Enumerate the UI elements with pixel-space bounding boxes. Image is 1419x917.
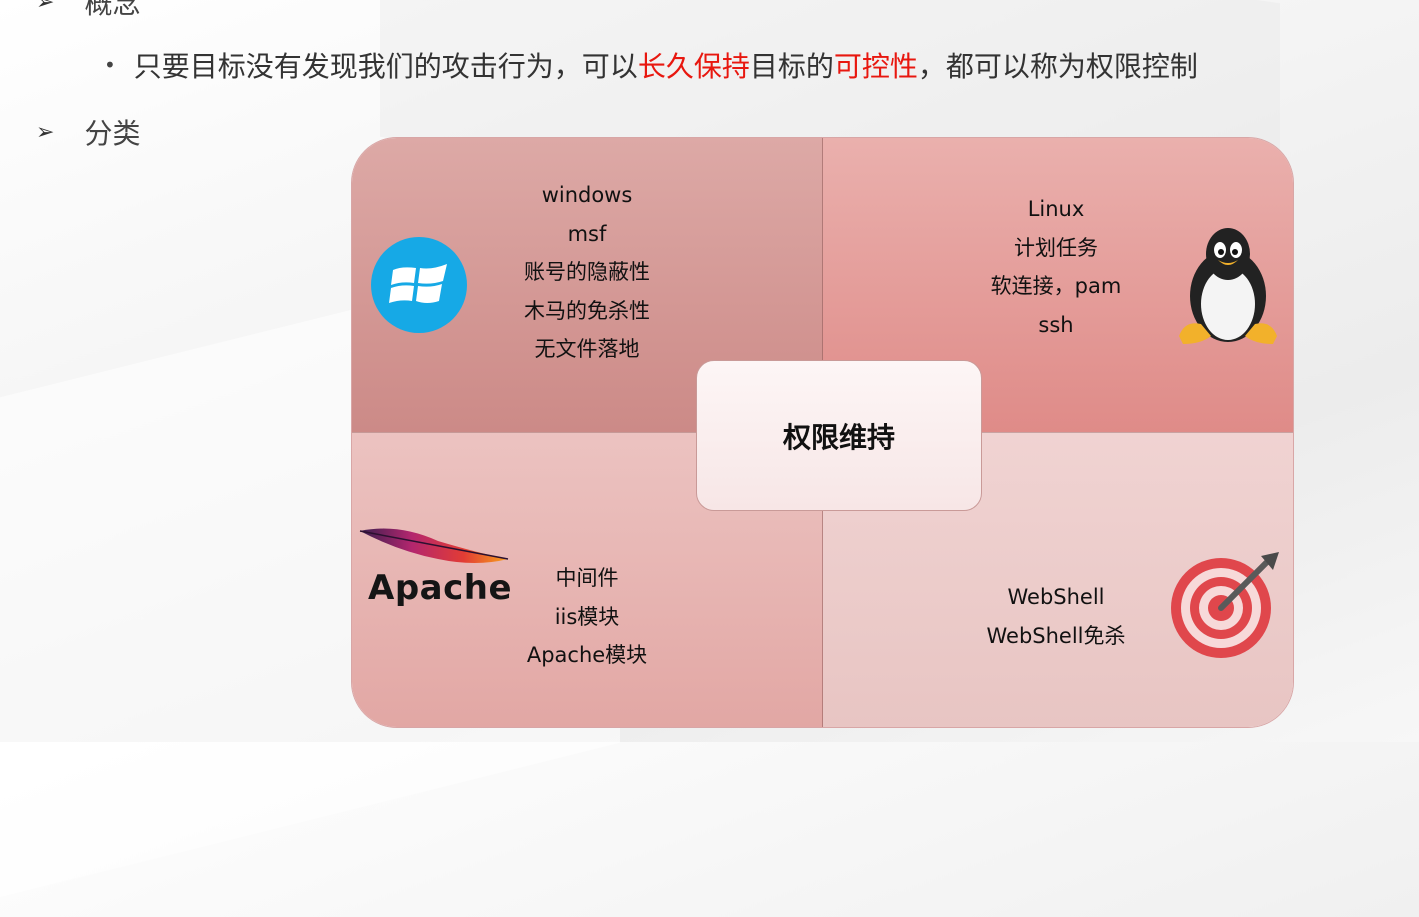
concept-bullet: • 只要目标没有发现我们的攻击行为，可以长久保持目标的可控性，都可以称为权限控制 — [104, 45, 1198, 85]
concept-heading-text: 概念 — [84, 0, 141, 20]
list-item: Linux — [1027, 197, 1085, 221]
list-item: 账号的隐蔽性 — [524, 260, 650, 284]
category-heading-text: 分类 — [84, 117, 141, 150]
list-item: WebShell — [1007, 585, 1105, 609]
concept-highlight-1: 长久保持 — [637, 50, 750, 83]
list-item: ssh — [1038, 312, 1074, 337]
center-label: 权限维持 — [782, 420, 895, 454]
list-item: iis模块 — [554, 604, 620, 629]
webshell-methods-list: WebShell WebShell免杀 — [956, 578, 1156, 655]
concept-heading: ➢ 概念 — [36, 0, 140, 22]
linux-methods-list: Linux 计划任务 软连接，pam ssh — [956, 190, 1156, 344]
list-item: 计划任务 — [1014, 235, 1098, 260]
list-item: WebShell免杀 — [986, 623, 1126, 648]
center-label-box: 权限维持 — [696, 360, 982, 511]
concept-highlight-2: 可控性 — [833, 50, 918, 83]
list-item: 木马的免杀性 — [524, 298, 650, 323]
persistence-diagram: Apache windows msf 账号的隐蔽性 木马的免杀性 无文件落地 L… — [351, 137, 1294, 728]
list-item: 中间件 — [555, 566, 619, 590]
concept-text-part1: 只要目标没有发现我们的攻击行为，可以 — [133, 50, 638, 83]
windows-logo-icon — [371, 237, 467, 333]
category-heading: ➢ 分类 — [36, 112, 140, 152]
linux-tux-icon — [1179, 228, 1277, 344]
arrow-bullet-icon: ➢ — [36, 119, 55, 145]
windows-methods-list: windows msf 账号的隐蔽性 木马的免杀性 无文件落地 — [487, 176, 687, 369]
concept-text-part3: ，都可以称为权限控制 — [917, 50, 1198, 83]
list-item: msf — [567, 221, 607, 246]
list-item: Apache模块 — [526, 643, 648, 667]
apache-logo-text: Apache — [368, 568, 513, 608]
list-item: 软连接，pam — [990, 274, 1122, 298]
arrow-bullet-icon: ➢ — [36, 0, 55, 15]
concept-text-part2: 目标的 — [749, 50, 834, 83]
list-item: windows — [541, 183, 633, 207]
list-item: 无文件落地 — [534, 337, 640, 361]
apache-feather-logo — [359, 528, 509, 563]
target-dart-icon — [1171, 552, 1279, 658]
dot-bullet-icon: • — [104, 53, 116, 77]
middleware-methods-list: 中间件 iis模块 Apache模块 — [487, 559, 687, 675]
